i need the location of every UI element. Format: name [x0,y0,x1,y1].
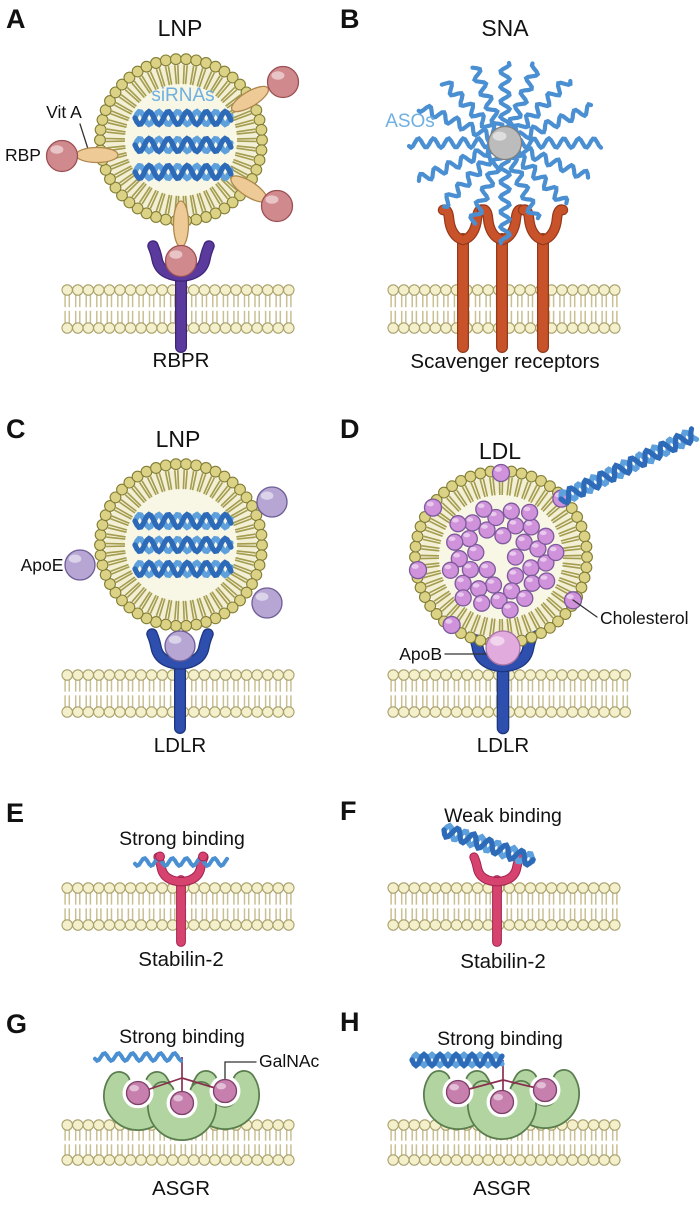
galnac-ligand-spheres [445,1077,558,1115]
panel-c: C LNP ApoE LDLR [6,414,295,757]
stabilin-2-receptor [469,852,525,947]
label-ldlr-c: LDLR [154,734,206,757]
sirna-helix-icon [132,511,234,579]
label-asgr-h: ASGR [473,1177,531,1200]
label-apob: ApoB [399,644,442,664]
cell-membrane [61,669,295,718]
panel-letter-f: F [340,796,357,826]
label-weak-binding: Weak binding [444,805,562,827]
panel-d: D LDL Cholesterol ApoB LDLR [340,414,700,757]
panel-h: H Strong binding ASGR [340,1007,621,1200]
label-sirnas: siRNAs [151,85,214,106]
duplex-helix-icon [409,1051,505,1069]
cell-membrane [61,284,295,334]
ldlr-receptor [467,628,539,735]
label-strong-binding-e: Strong binding [119,828,245,850]
cholesterol-pointer-line [572,599,598,618]
label-asgr-g: ASGR [152,1177,210,1200]
nucleic-strand-icon [93,1051,183,1064]
vit-a-pointer-line [79,123,89,150]
label-apoe: ApoE [21,555,64,575]
duplex-helix-icon [441,822,536,868]
apoe-protein-spheres [64,486,288,662]
binding-contact-dots [155,851,208,862]
ldlr-receptor [146,628,214,734]
aso-strands-icon [406,60,604,246]
label-lnp-a: LNP [158,15,203,41]
label-rbpr: RBPR [153,349,210,372]
galnac-pointer-line [224,1061,257,1081]
label-asos: ASOs [385,111,435,132]
aso-helix-icon [558,426,700,506]
panel-letter-e: E [6,798,24,828]
panel-letter-a: A [6,4,26,34]
label-ldlr-d: LDLR [477,734,529,757]
label-strong-binding-g: Strong binding [119,1026,245,1048]
label-vit-a: Vit A [46,102,82,122]
panel-e: E Strong binding Stabilin-2 [6,798,295,971]
asgr-receptor-crescents [423,1069,580,1140]
sirna-helix-icon [132,108,234,182]
label-cholesterol: Cholesterol [600,608,689,628]
label-strong-binding-h: Strong binding [437,1028,563,1050]
cell-membrane [387,669,632,718]
cell-membrane [61,882,295,931]
apob-protein-sphere [485,630,521,666]
rbp-protein-spheres [45,65,300,278]
label-ldl: LDL [479,438,521,464]
galnac-ligand-spheres [125,1078,238,1116]
cholesterol-spheres [441,500,565,619]
panel-letter-c: C [6,414,26,444]
panel-letter-h: H [340,1007,360,1037]
label-stabilin-2-f: Stabilin-2 [460,950,545,973]
cell-membrane [387,882,621,931]
sna-core [487,125,523,161]
asgr-receptor-crescents [103,1070,260,1141]
label-sna: SNA [481,15,529,41]
label-galnac: GalNAc [259,1051,320,1071]
nucleic-strand-icon [133,856,229,869]
panel-letter-g: G [6,1009,27,1039]
panel-letter-b: B [340,4,360,34]
panel-a: A LNP siRNAs Vit A RBP RBPR [5,4,300,372]
panel-b: B SNA ASOs Scavenger receptors [340,4,621,373]
label-scavenger-receptors: Scavenger receptors [410,350,599,373]
label-rbp: RBP [5,145,41,165]
panel-letter-d: D [340,414,360,444]
panel-g: G Strong binding GalNAc ASGR [6,1009,320,1200]
stabilin-2-receptor [153,852,209,947]
label-lnp-c: LNP [156,426,201,452]
label-stabilin-2-e: Stabilin-2 [138,948,223,971]
panel-f: F Weak binding Stabilin-2 [340,796,621,973]
